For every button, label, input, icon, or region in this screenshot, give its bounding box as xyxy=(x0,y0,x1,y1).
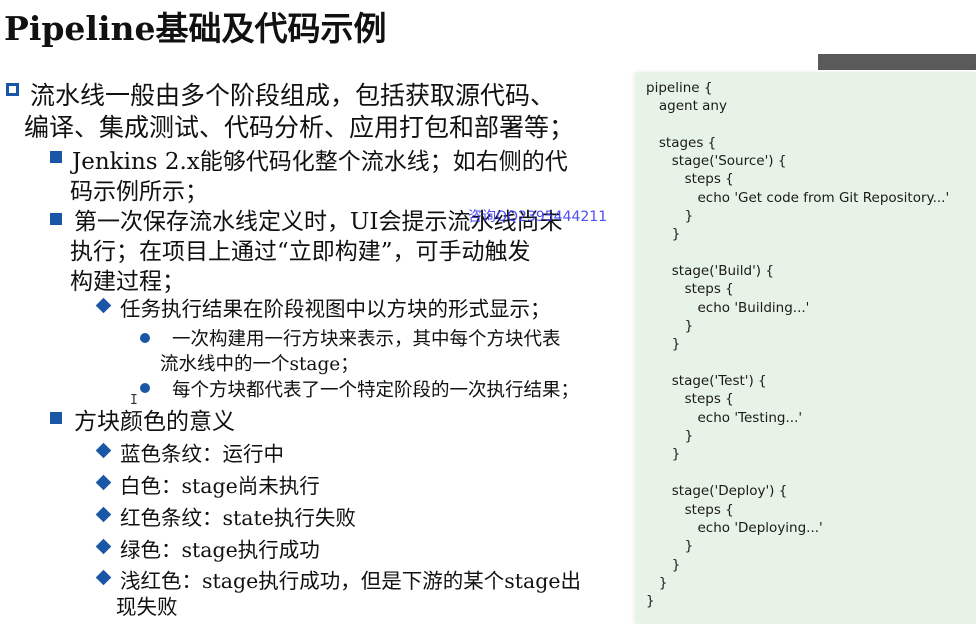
bullet-text: 任务执行结果在阶段视图中以方块的形式显示； xyxy=(120,297,551,321)
code-line: } xyxy=(646,575,668,591)
color-meaning-text: 白色：stage尚未执行 xyxy=(120,474,320,498)
bullet-text: 构建过程； xyxy=(70,269,185,295)
code-line: stage('Test') { xyxy=(646,373,767,389)
code-line: } xyxy=(646,557,681,573)
bullet-text: 执行；在项目上通过“立即构建”，可手动触发 xyxy=(70,239,531,265)
code-line: } xyxy=(646,446,681,462)
hollow-square-bullet-icon xyxy=(6,83,19,96)
bullet-text: 码示例所示； xyxy=(70,179,208,205)
title-underline-dark xyxy=(818,54,976,70)
square-bullet-icon xyxy=(50,213,62,225)
code-line: steps { xyxy=(646,171,734,187)
diamond-bullet-icon xyxy=(95,474,112,491)
diamond-bullet-icon xyxy=(95,538,112,555)
bullet-text: 第一次保存流水线定义时，UI会提示流水线尚未 xyxy=(74,209,563,235)
diamond-bullet-icon xyxy=(95,506,112,523)
code-line: stage('Source') { xyxy=(646,153,787,169)
diamond-bullet-icon xyxy=(95,297,112,314)
bullet-text: 一次构建用一行方块来表示，其中每个方块代表 xyxy=(172,329,561,350)
color-meaning-text: 蓝色条纹：运行中 xyxy=(120,442,284,466)
diamond-bullet-icon xyxy=(95,569,112,586)
bullet-text: 每个方块都代表了一个特定阶段的一次执行结果； xyxy=(172,380,580,401)
code-example-panel: pipeline { agent any stages { stage('Sou… xyxy=(636,72,976,624)
square-bullet-icon xyxy=(50,412,62,424)
color-meaning-text: 红色条纹：state执行失败 xyxy=(120,506,356,530)
square-bullet-icon xyxy=(50,151,62,163)
bullet-text: 流水线中的一个stage； xyxy=(160,354,359,375)
color-meaning-text: 现失败 xyxy=(116,595,178,619)
code-line: echo 'Testing...' xyxy=(646,410,803,426)
diamond-bullet-icon xyxy=(95,442,112,459)
code-line: } xyxy=(646,336,681,352)
bullet-text: Jenkins 2.x能够代码化整个流水线；如右侧的代 xyxy=(72,149,568,175)
text-cursor-icon: I xyxy=(130,393,138,408)
code-line: } xyxy=(646,593,655,609)
code-line: echo 'Building...' xyxy=(646,300,810,316)
code-line: steps { xyxy=(646,391,734,407)
color-meaning-text: 绿色：stage执行成功 xyxy=(120,538,320,562)
bullet-text: 方块颜色的意义 xyxy=(74,409,235,435)
slide-title: Pipeline基础及代码示例 xyxy=(4,9,387,48)
code-line: stage('Deploy') { xyxy=(646,483,788,499)
circle-bullet-icon xyxy=(140,383,150,393)
code-line: } xyxy=(646,428,694,444)
code-line: echo 'Deploying...' xyxy=(646,520,823,536)
color-meaning-text: 浅红色：stage执行成功，但是下游的某个stage出 xyxy=(120,569,581,593)
code-line: agent any xyxy=(646,98,727,114)
code-line: } xyxy=(646,318,694,334)
code-line: } xyxy=(646,226,681,242)
code-line: } xyxy=(646,538,694,554)
code-line: steps { xyxy=(646,281,734,297)
title-underline-light xyxy=(646,54,818,70)
code-line: } xyxy=(646,208,694,224)
bullet-text: 编译、集成测试、代码分析、应用打包和部署等； xyxy=(24,113,575,142)
watermark-text: 咨询QQ2395444211 xyxy=(468,209,608,225)
code-line: echo 'Get code from Git Repository...' xyxy=(646,190,950,206)
bullet-text: 流水线一般由多个阶段组成，包括获取源代码、 xyxy=(30,81,556,110)
code-line: pipeline { xyxy=(646,80,713,96)
code-line: stages { xyxy=(646,135,717,151)
code-line: stage('Build') { xyxy=(646,263,774,279)
code-line: steps { xyxy=(646,502,734,518)
circle-bullet-icon xyxy=(140,333,150,343)
